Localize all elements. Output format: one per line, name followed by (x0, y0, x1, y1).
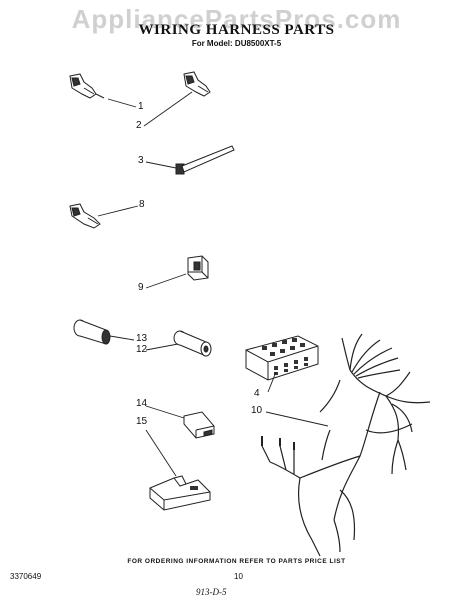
part-2-terminal (183, 71, 211, 97)
part-15-housing (149, 475, 211, 511)
callout-4: 4 (254, 388, 260, 399)
callout-12: 12 (136, 344, 148, 355)
callout-10: 10 (251, 405, 263, 416)
leader-lines (97, 91, 329, 477)
model-subtitle: For Model: DU8500XT-5 (191, 39, 282, 48)
part-1-terminal (69, 73, 105, 99)
callout-9: 9 (138, 282, 144, 293)
page-number: 10 (234, 572, 243, 581)
callout-2: 2 (136, 120, 142, 131)
callout-1: 1 (138, 101, 144, 112)
part-10-wiring-harness (261, 333, 431, 557)
part-9-block (187, 255, 209, 281)
part-3-cable-tie (175, 145, 235, 175)
part-4-connector-block (245, 335, 319, 381)
part-13-splice (73, 319, 111, 345)
part-14-connector (183, 411, 215, 439)
document-number: 3370649 (10, 572, 42, 581)
callout-3: 3 (138, 155, 144, 166)
part-12-sleeve (173, 330, 212, 357)
handwritten-note: 913-D-5 (196, 587, 227, 597)
callout-14: 14 (136, 398, 148, 409)
diagram-title: WIRING HARNESS PARTS (138, 22, 335, 38)
ordering-note: FOR ORDERING INFORMATION REFER TO PARTS … (127, 558, 346, 565)
callout-8: 8 (139, 199, 145, 210)
callout-13: 13 (136, 333, 148, 344)
callout-15: 15 (136, 416, 148, 427)
part-8-terminal (69, 203, 101, 229)
watermark: AppliancePartsPros.com (71, 4, 402, 34)
